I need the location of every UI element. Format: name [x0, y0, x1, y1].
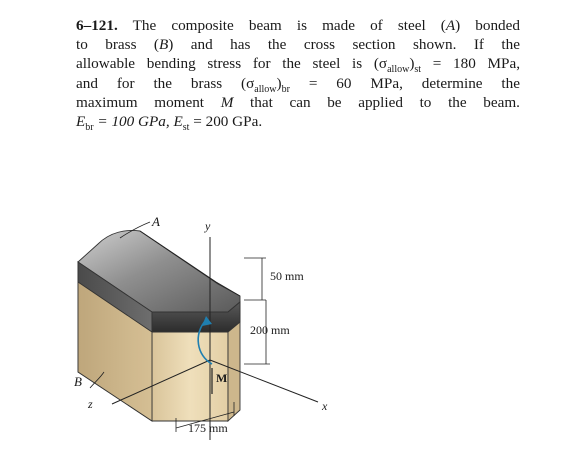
problem-line-1: 6–121. The composite beam is made of ste… [76, 17, 520, 34]
label-x: x [321, 399, 328, 413]
problem-number: 6–121. [76, 17, 118, 34]
label-b-leader [89, 371, 105, 389]
problem-line-5: maximum moment M that can be applied to … [76, 93, 520, 111]
dim-175-label: 175 mm [188, 421, 228, 435]
problem-line-3: allowable bending stress for the steel i… [76, 55, 521, 76]
steel-cross-section [151, 301, 241, 333]
dim-50-label: 50 mm [270, 269, 304, 283]
steel-top-lip [139, 230, 241, 297]
label-moment: M [216, 371, 227, 385]
problem-statement: 6–121. The composite beam is made of ste… [76, 16, 521, 134]
problem-line-2: to brass (B) and has the cross section s… [76, 36, 520, 54]
label-a: A [151, 214, 160, 229]
dim-200-label: 200 mm [250, 323, 290, 337]
label-z: z [87, 397, 93, 411]
label-b: B [74, 374, 82, 389]
moment-arrowhead [202, 316, 212, 326]
problem-line-6: Ebr = 100 GPa, Est = 200 GPa. [76, 113, 263, 134]
dim-175-line [175, 411, 235, 429]
z-axis [111, 359, 211, 405]
label-y: y [204, 219, 211, 233]
problem-line-4: and for the brass (σallow)br = 60 MPa, d… [76, 74, 520, 95]
label-a-leader [119, 221, 151, 239]
x-axis [209, 359, 319, 403]
